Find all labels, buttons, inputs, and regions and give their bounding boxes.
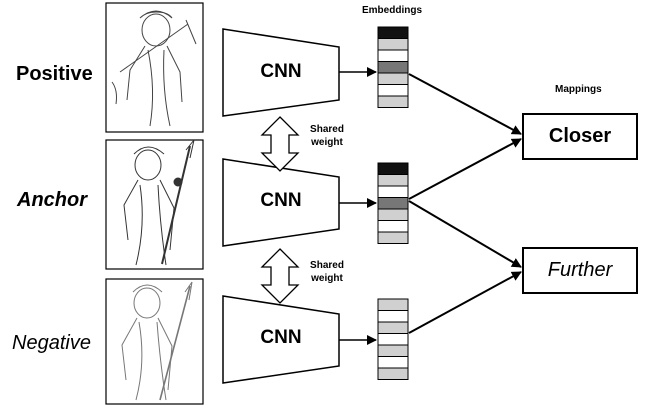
embedding-cell bbox=[377, 174, 409, 187]
embedding-cell bbox=[377, 367, 409, 380]
shared-weight-line2: weight bbox=[311, 137, 343, 148]
embedding-cell bbox=[377, 208, 409, 221]
shared-weight-line2: weight bbox=[311, 273, 343, 284]
shared-weight-arrow-2 bbox=[260, 248, 300, 304]
embedding-cell bbox=[377, 61, 409, 74]
arrow-positive-to-closer bbox=[408, 73, 522, 135]
closer-label: Closer bbox=[548, 125, 612, 147]
embedding-anchor bbox=[377, 162, 409, 244]
anchor-label: Anchor bbox=[17, 189, 87, 211]
embeddings-header: Embeddings bbox=[362, 5, 423, 16]
shared-weight-label-1: Shared weight bbox=[302, 123, 352, 149]
embedding-cell bbox=[377, 72, 409, 85]
closer-box bbox=[522, 113, 638, 160]
cnn-block-negative bbox=[222, 295, 340, 384]
cnn-label-positive: CNN bbox=[260, 61, 302, 82]
embedding-cell bbox=[377, 231, 409, 244]
embedding-cell bbox=[377, 185, 409, 198]
embedding-cell bbox=[377, 95, 409, 108]
embedding-cell bbox=[377, 356, 409, 369]
negative-label: Negative bbox=[12, 332, 91, 354]
arrow-anchor-to-closer bbox=[408, 138, 522, 200]
cnn-block-positive bbox=[222, 28, 340, 117]
arrow-anchor-to-further bbox=[408, 200, 522, 268]
shared-weight-line1: Shared bbox=[310, 260, 344, 271]
embedding-negative bbox=[377, 298, 409, 380]
embedding-cell bbox=[377, 84, 409, 97]
arrow-negative-to-further bbox=[408, 271, 522, 334]
embedding-cell bbox=[377, 49, 409, 62]
embedding-cell bbox=[377, 298, 409, 311]
embedding-cell bbox=[377, 310, 409, 323]
embedding-cell bbox=[377, 321, 409, 334]
embedding-cell bbox=[377, 38, 409, 51]
cnn-block-anchor bbox=[222, 158, 340, 247]
further-label: Further bbox=[547, 259, 613, 281]
shared-weight-arrow-1 bbox=[260, 116, 300, 172]
positive-image bbox=[105, 2, 204, 133]
embedding-positive bbox=[377, 26, 409, 108]
embedding-cell bbox=[377, 162, 409, 175]
embedding-cell bbox=[377, 197, 409, 210]
cnn-label-anchor: CNN bbox=[260, 190, 302, 211]
cnn-label-negative: CNN bbox=[260, 327, 302, 348]
shared-weight-label-2: Shared weight bbox=[302, 259, 352, 285]
mappings-header: Mappings bbox=[555, 84, 602, 95]
positive-label: Positive bbox=[16, 63, 93, 85]
embedding-cell bbox=[377, 344, 409, 357]
embedding-cell bbox=[377, 220, 409, 233]
further-box bbox=[522, 247, 638, 294]
embedding-cell bbox=[377, 333, 409, 346]
anchor-image bbox=[105, 139, 204, 270]
embedding-cell bbox=[377, 26, 409, 39]
negative-image bbox=[105, 278, 204, 405]
shared-weight-line1: Shared bbox=[310, 124, 344, 135]
